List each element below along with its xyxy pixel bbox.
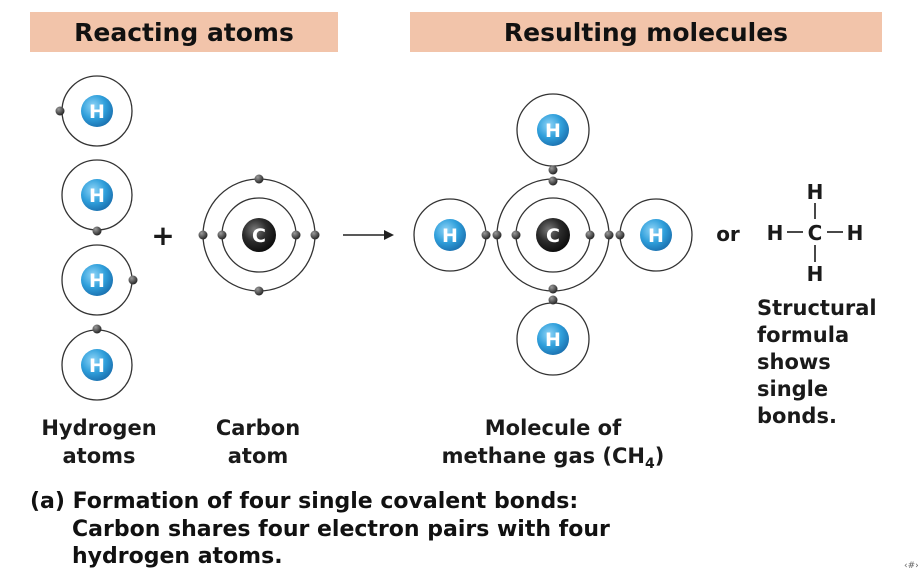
formula-caption-line: Structural bbox=[757, 296, 877, 320]
label-line: atom bbox=[228, 444, 289, 468]
hydrogen-symbol: H bbox=[89, 355, 105, 377]
label-methane-molecule: Molecule of methane gas (CH4) bbox=[442, 416, 665, 472]
valence-electron bbox=[198, 230, 208, 240]
hydrogen-nucleus bbox=[537, 323, 569, 355]
valence-electron bbox=[310, 230, 320, 240]
header-band bbox=[410, 12, 882, 52]
hydrogen-atom-2: H bbox=[61, 159, 133, 236]
hydrogen-nucleus bbox=[81, 264, 113, 296]
formula-caption-line: shows bbox=[757, 350, 831, 374]
inner-electron bbox=[585, 230, 595, 240]
header-resulting-molecules: Resulting molecules bbox=[410, 12, 882, 52]
electron bbox=[55, 106, 65, 116]
shared-electron bbox=[615, 230, 625, 240]
valence-electron bbox=[254, 174, 264, 184]
caption-line-3: hydrogen atoms. bbox=[72, 544, 283, 569]
label-line: Carbon bbox=[216, 416, 300, 440]
formula-h-bottom: H bbox=[807, 262, 824, 286]
header-band bbox=[30, 12, 338, 52]
hydrogen-symbol: H bbox=[89, 270, 105, 292]
shared-electron bbox=[548, 295, 558, 305]
formula-caption-line: bonds. bbox=[757, 404, 837, 428]
inner-electron bbox=[217, 230, 227, 240]
electron bbox=[128, 275, 138, 285]
hydrogen-symbol: H bbox=[89, 185, 105, 207]
methane-molecule: C H H H H bbox=[413, 93, 693, 376]
molecule-name-text: methane gas (CH bbox=[442, 444, 645, 468]
electron bbox=[92, 324, 102, 334]
caption-line-2: Carbon shares four electron pairs with f… bbox=[72, 517, 610, 542]
label-line-formula: methane gas (CH4) bbox=[442, 444, 665, 472]
carbon-nucleus bbox=[536, 218, 570, 252]
hydrogen-atom-3: H bbox=[61, 244, 138, 316]
structural-formula-caption: Structural formula shows single bonds. bbox=[757, 296, 877, 428]
label-carbon-atom: Carbon atom bbox=[216, 416, 300, 468]
label-line: Molecule of bbox=[485, 416, 622, 440]
plus-sign: + bbox=[151, 219, 174, 252]
header-reacting-text: Reacting atoms bbox=[74, 18, 294, 47]
label-line: atoms bbox=[62, 444, 135, 468]
or-text: or bbox=[716, 222, 740, 246]
hydrogen-nucleus bbox=[81, 179, 113, 211]
hydrogen-atom-4: H bbox=[61, 324, 133, 401]
electron bbox=[92, 226, 102, 236]
shared-electron bbox=[481, 230, 491, 240]
header-reacting-atoms: Reacting atoms bbox=[30, 12, 338, 52]
reaction-arrow bbox=[343, 230, 394, 240]
hydrogen-symbol: H bbox=[648, 225, 664, 247]
molecule-subscript: 4 bbox=[645, 456, 655, 472]
molecule-close-paren: ) bbox=[655, 444, 665, 468]
shared-electron bbox=[604, 230, 614, 240]
carbon-symbol: C bbox=[546, 225, 560, 247]
header-resulting-text: Resulting molecules bbox=[504, 18, 788, 47]
hydrogen-nucleus bbox=[434, 219, 466, 251]
formula-h-left: H bbox=[767, 221, 784, 245]
figure-caption: (a) Formation of four single covalent bo… bbox=[30, 489, 610, 569]
hydrogen-symbol: H bbox=[442, 225, 458, 247]
structural-formula: H H C H H bbox=[767, 180, 864, 286]
carbon-atom: C bbox=[198, 174, 320, 296]
hydrogen-symbol: H bbox=[545, 329, 561, 351]
formula-caption-line: formula bbox=[757, 323, 849, 347]
hydrogen-nucleus bbox=[81, 95, 113, 127]
formula-h-right: H bbox=[847, 221, 864, 245]
hydrogen-atom-1: H bbox=[55, 75, 133, 147]
carbon-symbol: C bbox=[252, 225, 266, 247]
formula-caption-line: single bbox=[757, 377, 828, 401]
shared-electron bbox=[548, 165, 558, 175]
hydrogen-nucleus bbox=[81, 349, 113, 381]
slide-number-mark: ‹#› bbox=[904, 561, 919, 571]
hydrogen-nucleus bbox=[640, 219, 672, 251]
hydrogen-nucleus bbox=[537, 114, 569, 146]
inner-electron bbox=[291, 230, 301, 240]
shared-electron bbox=[548, 176, 558, 186]
caption-line-1: (a) Formation of four single covalent bo… bbox=[30, 489, 578, 514]
inner-electron bbox=[511, 230, 521, 240]
hydrogen-symbol: H bbox=[545, 120, 561, 142]
shared-electron bbox=[492, 230, 502, 240]
shared-electron bbox=[548, 284, 558, 294]
carbon-nucleus bbox=[242, 218, 276, 252]
valence-electron bbox=[254, 286, 264, 296]
label-hydrogen-atoms: Hydrogen atoms bbox=[41, 416, 156, 468]
formula-c: C bbox=[808, 221, 823, 245]
formula-h-top: H bbox=[807, 180, 824, 204]
hydrogen-symbol: H bbox=[89, 101, 105, 123]
label-line: Hydrogen bbox=[41, 416, 156, 440]
